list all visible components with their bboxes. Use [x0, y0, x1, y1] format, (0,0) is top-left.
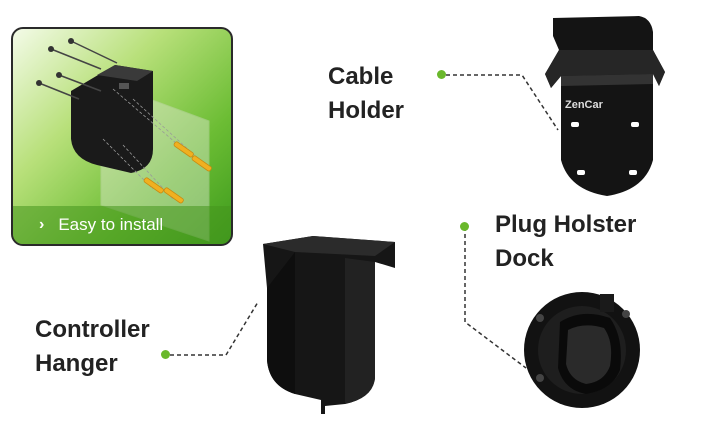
install-caption-bar: › Easy to install	[13, 206, 231, 244]
plug-holster-label-line2: Dock	[495, 245, 554, 272]
controller-hanger-label-line2: Hanger	[35, 350, 118, 377]
plug-holster-label-line1: Plug Holster	[495, 211, 637, 238]
brand-logo-text: ZenCar	[565, 99, 604, 111]
controller-hanger-image	[263, 236, 395, 414]
cable-holder-label: Cable Holder	[328, 60, 404, 128]
cable-holder-label-line1: Cable	[328, 63, 394, 90]
controller-hanger-label: Controller Hanger	[35, 313, 150, 381]
plug-holster-dot	[460, 222, 469, 231]
controller-hanger-dot	[161, 350, 170, 359]
chevron-right-icon: ›	[39, 216, 45, 233]
install-panel: › Easy to install	[11, 27, 233, 246]
cable-holder-label-line2: Holder	[328, 97, 405, 124]
cable-holder-image: ZenCar	[545, 16, 665, 196]
plug-holster-image	[524, 292, 640, 408]
install-caption: Easy to install	[58, 215, 164, 234]
cable-holder-dot	[437, 70, 446, 79]
install-illustration	[36, 38, 212, 242]
plug-holster-label: Plug Holster Dock	[495, 208, 636, 276]
controller-hanger-label-line1: Controller	[35, 316, 150, 343]
